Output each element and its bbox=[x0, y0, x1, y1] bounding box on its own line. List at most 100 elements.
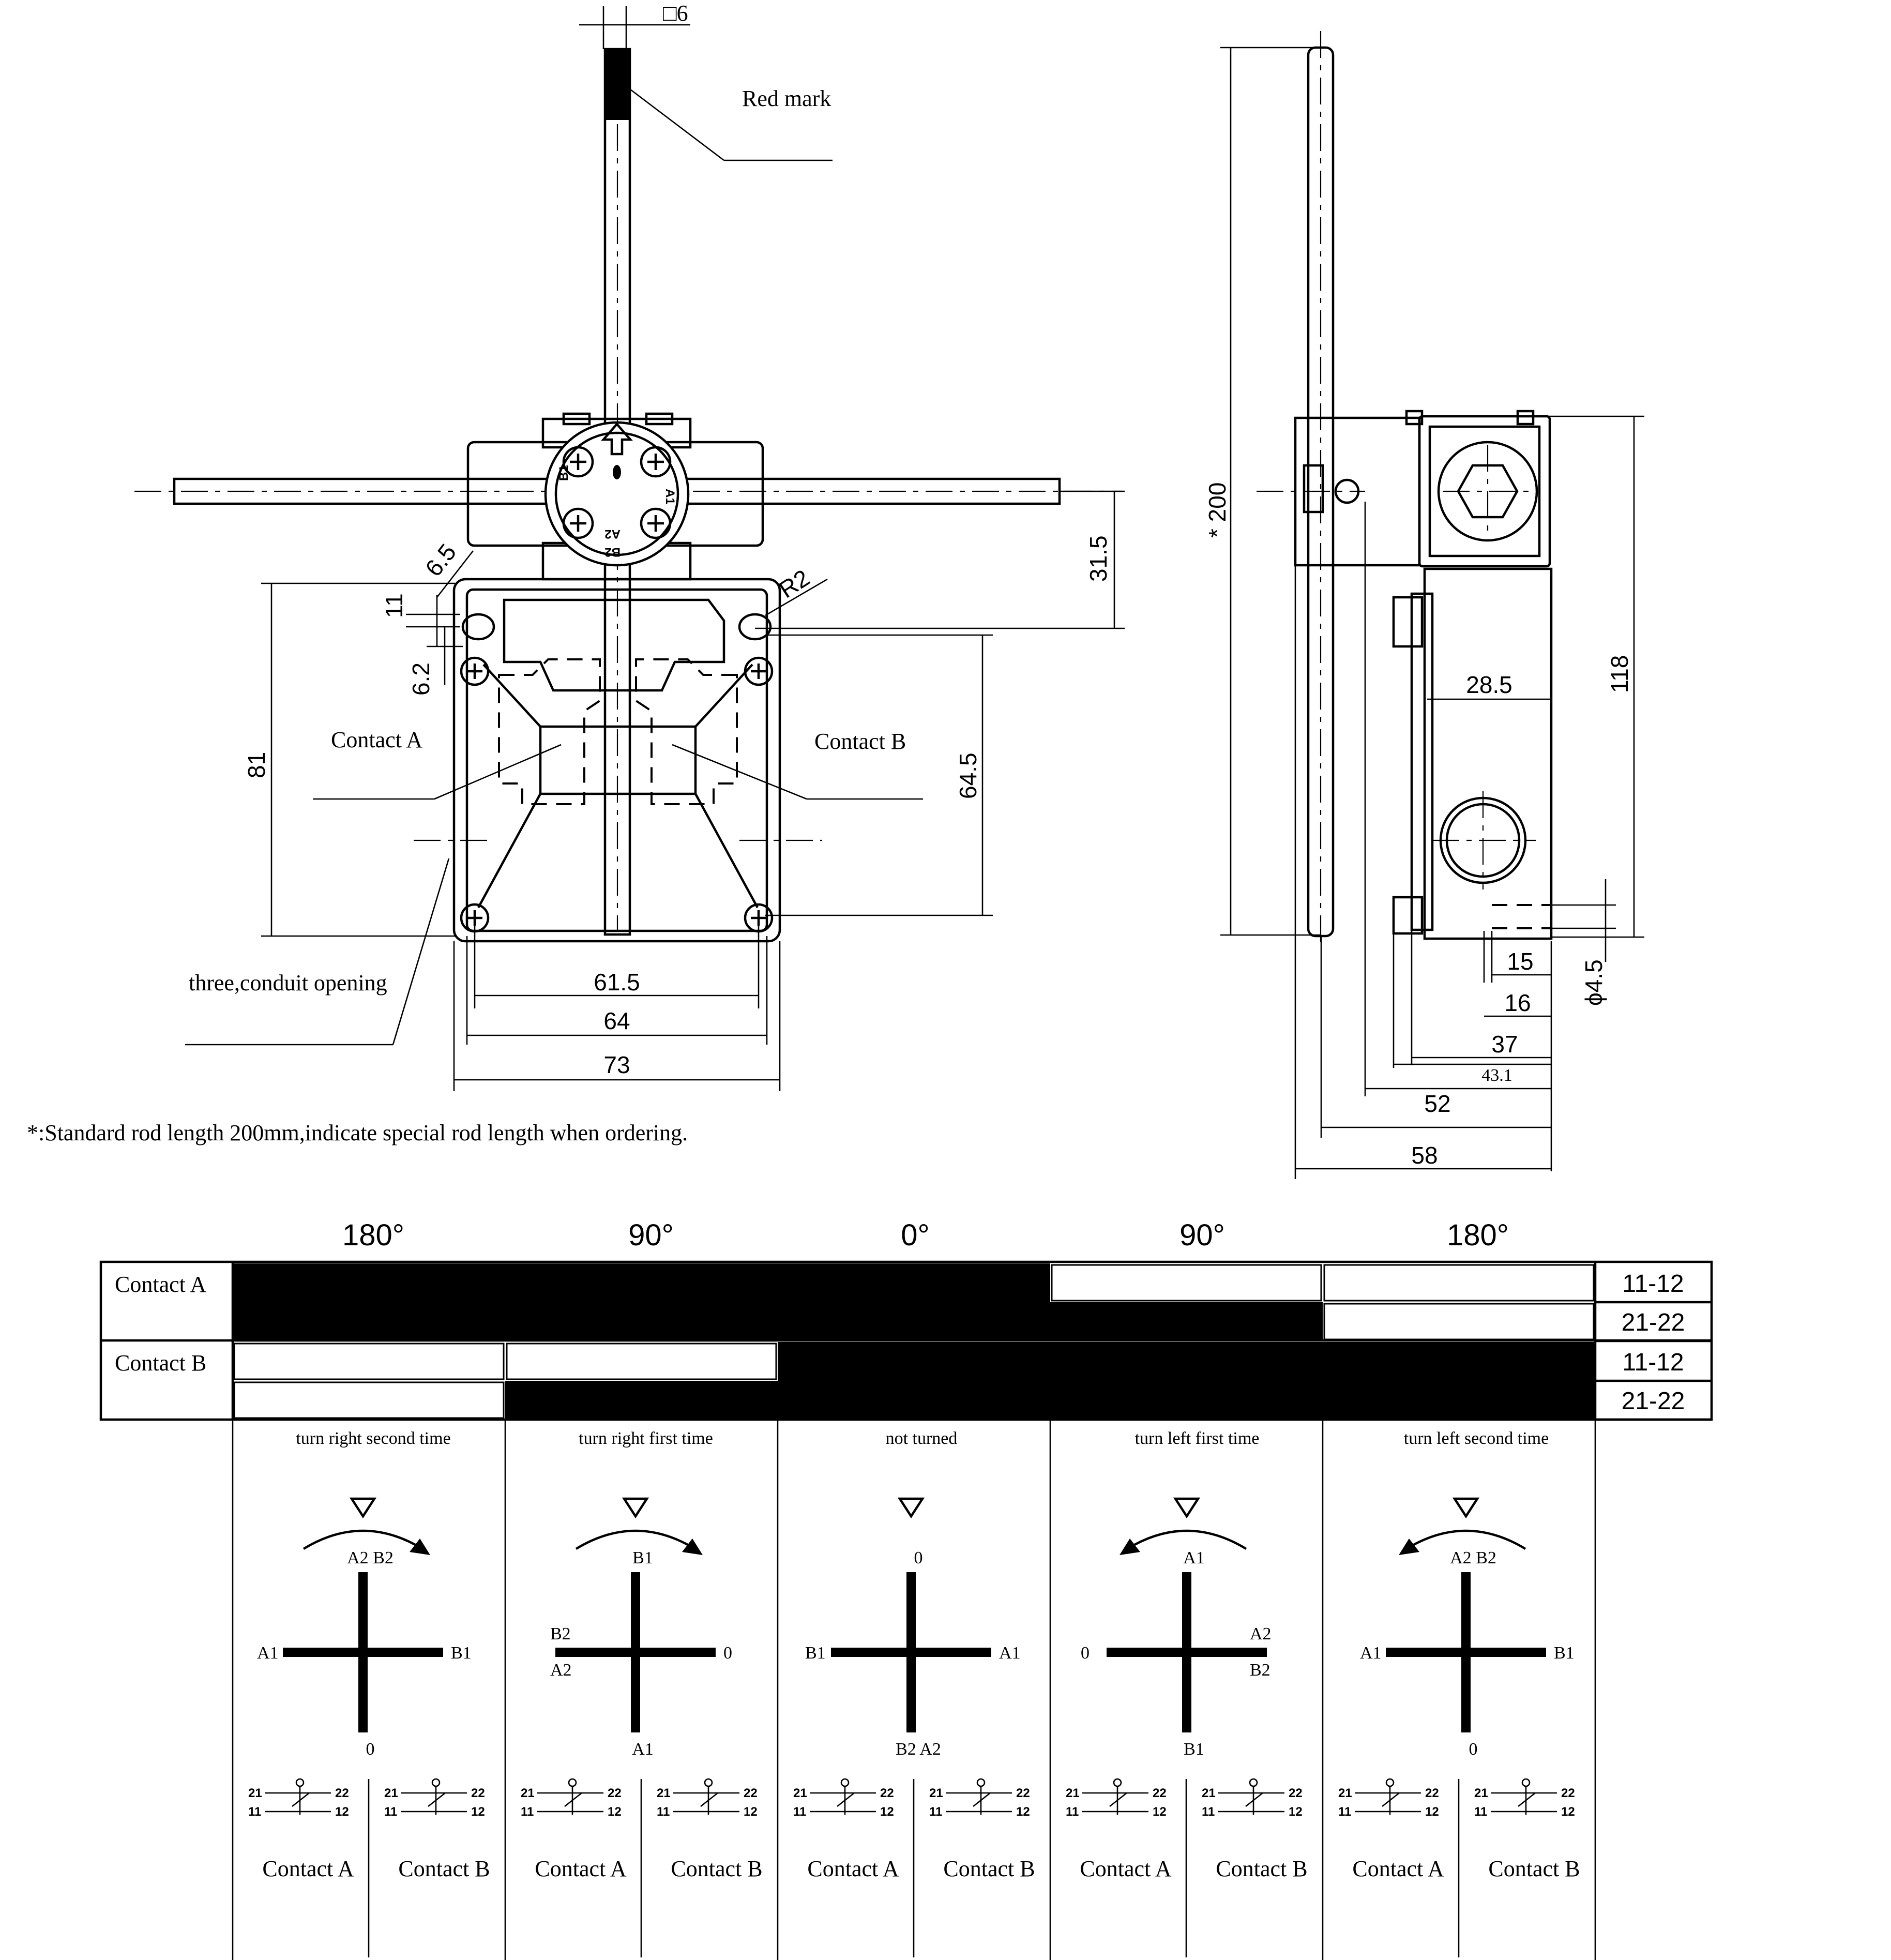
contact-label: Contact B bbox=[398, 1856, 490, 1881]
cross-horizontal bbox=[831, 1648, 991, 1657]
contact-label: Contact A bbox=[1352, 1856, 1444, 1881]
state-bar-on bbox=[505, 1263, 778, 1302]
contact-label: Contact A bbox=[1080, 1856, 1171, 1881]
rotate-ccw-arrow-icon bbox=[1405, 1529, 1526, 1550]
state-bar-off bbox=[1323, 1264, 1595, 1302]
head-screws bbox=[562, 446, 672, 539]
row-contact-label: Contact B bbox=[115, 1350, 206, 1376]
svg-text:21: 21 bbox=[521, 1786, 535, 1800]
svg-text:22: 22 bbox=[608, 1786, 622, 1800]
svg-text:12: 12 bbox=[880, 1805, 894, 1819]
position-caption: turn right second time bbox=[296, 1429, 450, 1448]
dim-dia-4-5: ϕ4.5 bbox=[1580, 959, 1607, 1006]
head-label-a1: A1 bbox=[663, 489, 677, 505]
cross-label-bottom: 0 bbox=[1469, 1740, 1478, 1759]
contact-symbol-icon: 21 11 22 12 bbox=[793, 1778, 894, 1819]
dim-43-1: 43.1 bbox=[1481, 1066, 1512, 1085]
contact-code: 11-12 bbox=[1622, 1349, 1684, 1376]
position-caption: turn left first time bbox=[1135, 1429, 1260, 1448]
svg-text:21: 21 bbox=[1474, 1786, 1488, 1800]
dim-64: 64 bbox=[603, 1007, 630, 1034]
position-caption: turn right first time bbox=[579, 1429, 713, 1448]
contact-code: 21-22 bbox=[1622, 1388, 1685, 1415]
state-bar-on bbox=[505, 1381, 778, 1420]
front-view: □6 Red mark A1 B1 A2 B2 bbox=[27, 1, 1125, 1145]
position-marker-icon bbox=[349, 1497, 377, 1519]
cross-label-bottom: B1 bbox=[1184, 1740, 1204, 1759]
svg-text:11: 11 bbox=[248, 1805, 261, 1819]
svg-text:11: 11 bbox=[793, 1805, 806, 1819]
dim-52: 52 bbox=[1424, 1090, 1450, 1117]
cross-label-left: B2 bbox=[550, 1624, 571, 1644]
position-column: turn left first timeA1B10A2B221112212Con… bbox=[1066, 1420, 1324, 1960]
contact-label: Contact A bbox=[807, 1856, 899, 1881]
cross-label-top: A2 B2 bbox=[347, 1548, 394, 1567]
cross-label-left: A1 bbox=[1360, 1644, 1382, 1663]
position-column: turn right first timeB1A1B2A2021112212Co… bbox=[521, 1420, 779, 1960]
state-bar-on bbox=[1050, 1302, 1323, 1341]
svg-text:21: 21 bbox=[793, 1786, 807, 1800]
svg-text:12: 12 bbox=[1289, 1805, 1303, 1819]
state-bar-on bbox=[778, 1381, 1050, 1420]
label-conduit-opening: three,conduit opening bbox=[189, 970, 387, 996]
angle-headers: 180°90°0°90°180° bbox=[342, 1218, 1509, 1252]
cross-label-left: 0 bbox=[1081, 1644, 1090, 1663]
contact-label: Contact A bbox=[535, 1856, 626, 1881]
state-bar-off bbox=[233, 1381, 505, 1419]
state-bar-on bbox=[505, 1302, 778, 1341]
svg-text:12: 12 bbox=[1153, 1805, 1167, 1819]
svg-text:21: 21 bbox=[248, 1786, 262, 1800]
svg-text:12: 12 bbox=[1561, 1805, 1575, 1819]
svg-text:21: 21 bbox=[1066, 1786, 1080, 1800]
state-bar-on bbox=[233, 1302, 505, 1341]
dim-73: 73 bbox=[603, 1051, 630, 1078]
cross-label-top: A2 B2 bbox=[1450, 1548, 1496, 1567]
contact-symbol-icon: 21 11 22 12 bbox=[521, 1778, 622, 1819]
svg-text:12: 12 bbox=[744, 1805, 758, 1819]
rotate-cw-arrow-icon bbox=[302, 1529, 423, 1550]
side-view: * 200 118 28.5 ϕ4.5 15 16 37 43.1 52 52 … bbox=[1204, 31, 1644, 1179]
svg-text:22: 22 bbox=[880, 1786, 894, 1800]
dim-200-rod: * 200 bbox=[1204, 483, 1231, 538]
dim-118: 118 bbox=[1606, 655, 1633, 693]
dim-64-5: 64.5 bbox=[955, 752, 981, 799]
svg-text:12: 12 bbox=[608, 1805, 622, 1819]
head-label-a2: A2 bbox=[604, 527, 621, 541]
dim-15: 15 bbox=[1507, 948, 1533, 975]
cross-label-right: A2 bbox=[1250, 1624, 1272, 1644]
contact-label: Contact B bbox=[943, 1856, 1035, 1881]
angle-label: 180° bbox=[342, 1218, 404, 1252]
position-caption: turn left second time bbox=[1404, 1429, 1549, 1448]
svg-text:12: 12 bbox=[1425, 1805, 1439, 1819]
svg-text:11: 11 bbox=[929, 1805, 942, 1819]
angle-label: 0° bbox=[901, 1218, 929, 1252]
dim-16: 16 bbox=[1504, 989, 1531, 1016]
dim-11: 11 bbox=[381, 593, 407, 618]
contact-label: Contact B bbox=[1216, 1856, 1307, 1881]
angle-label: 180° bbox=[1447, 1218, 1509, 1252]
footnote-rod-length: *:Standard rod length 200mm,indicate spe… bbox=[27, 1120, 688, 1145]
cross-label-top: 0 bbox=[914, 1548, 923, 1567]
svg-text:21: 21 bbox=[1202, 1786, 1216, 1800]
switch-body bbox=[452, 578, 781, 943]
cross-horizontal bbox=[555, 1648, 716, 1657]
svg-text:11: 11 bbox=[521, 1805, 534, 1819]
cross-horizontal bbox=[283, 1648, 443, 1657]
arrow-up-icon bbox=[601, 422, 633, 456]
state-bars bbox=[233, 1263, 1595, 1420]
cross-label-right: B2 bbox=[1250, 1661, 1270, 1680]
svg-text:22: 22 bbox=[1425, 1786, 1439, 1800]
dim-28-5: 28.5 bbox=[1466, 671, 1512, 698]
angle-label: 90° bbox=[1179, 1218, 1225, 1252]
cross-label-right: B1 bbox=[1554, 1644, 1575, 1663]
